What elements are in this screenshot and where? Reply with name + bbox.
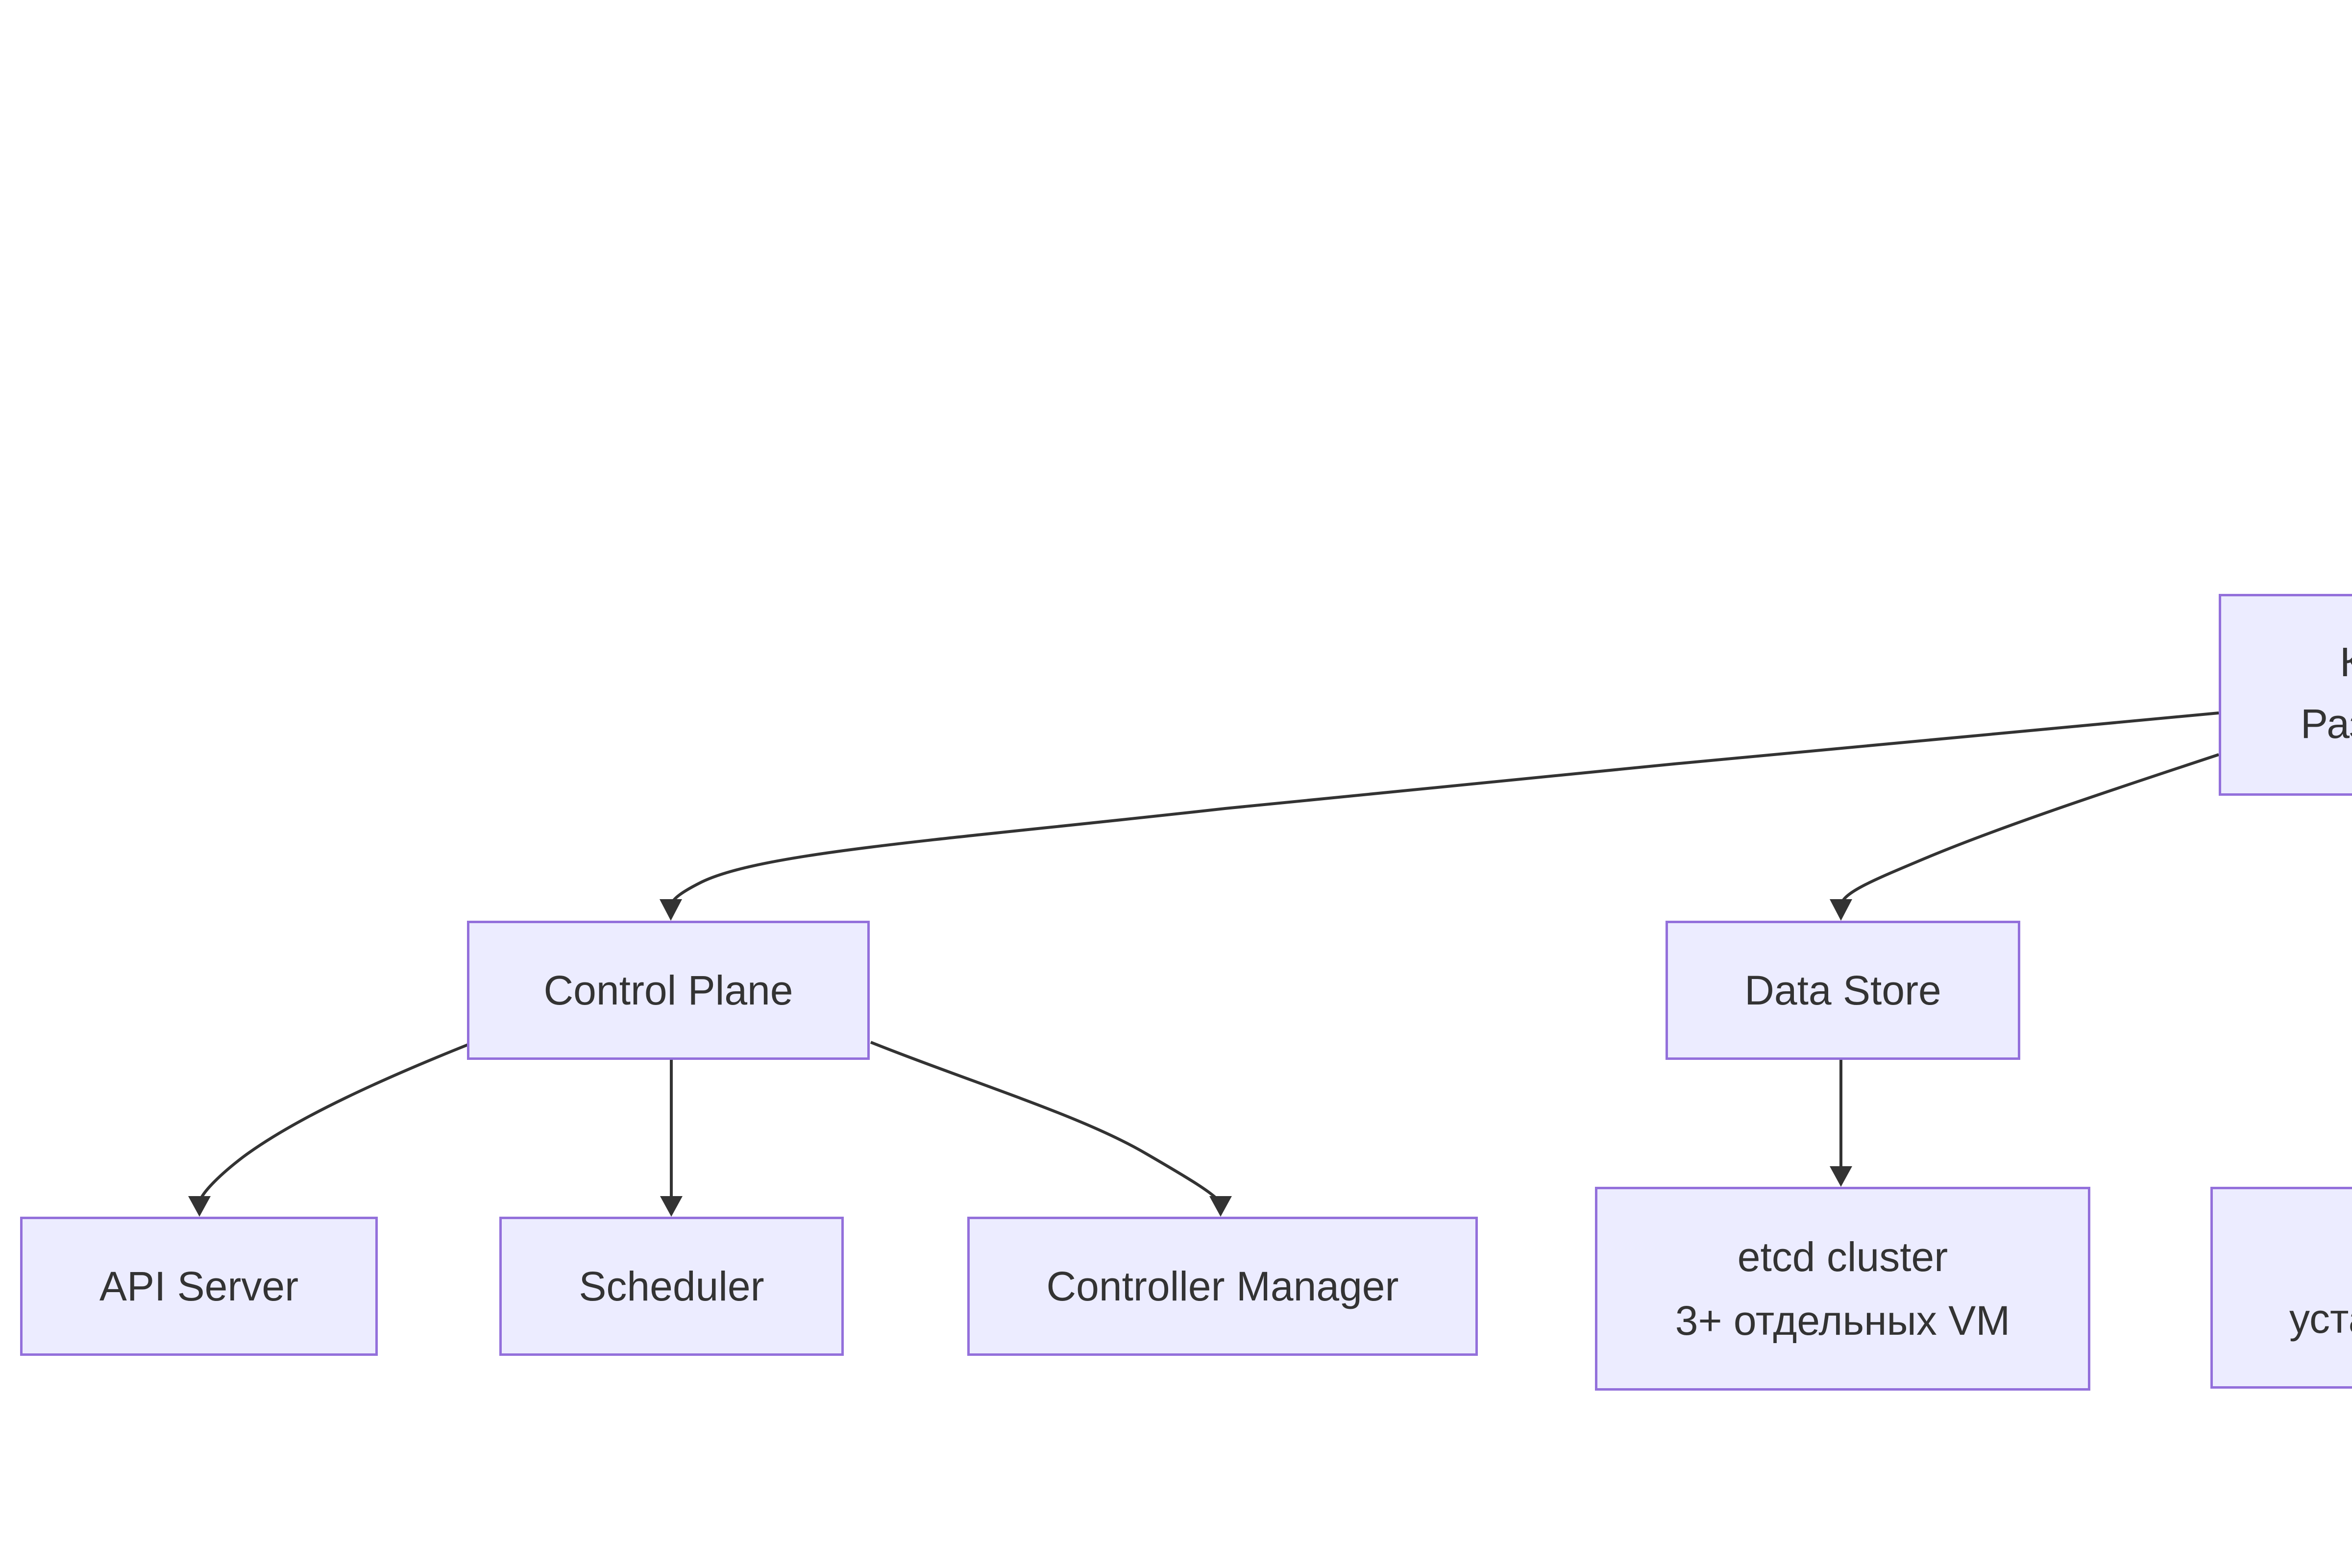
node-right-partial: уста	[2210, 1187, 2352, 1389]
node-api-server: API Server	[20, 1217, 378, 1356]
edge-control-plane-controller-manager	[870, 1041, 1221, 1202]
edge-cluster-control-plane	[670, 711, 2219, 906]
node-controller-manager-label: Controller Manager	[1046, 1263, 1399, 1309]
node-controller-manager: Controller Manager	[967, 1217, 1478, 1356]
node-control-plane-label: Control Plane	[543, 967, 793, 1013]
edge-control-plane-scheduler-arrowhead	[660, 1196, 683, 1217]
node-cluster: К Раз	[2219, 594, 2352, 796]
edge-control-plane-controller-manager-arrowhead	[1209, 1196, 1232, 1217]
node-data-store-label: Data Store	[1744, 967, 1941, 1013]
node-cluster-label-line1: К	[2340, 639, 2352, 685]
edge-cluster-data-store	[1840, 753, 2219, 904]
node-etcd-label-line1: etcd cluster	[1737, 1234, 1948, 1280]
edge-cluster-control-plane-arrowhead	[660, 899, 682, 921]
edge-control-plane-api-server-arrowhead	[188, 1196, 211, 1217]
node-api-server-label: API Server	[99, 1263, 299, 1309]
edge-data-store-etcd-arrowhead	[1830, 1166, 1852, 1187]
node-scheduler: Scheduler	[499, 1217, 844, 1356]
node-scheduler-label: Scheduler	[579, 1263, 764, 1309]
node-right-partial-label-line2: уста	[2289, 1296, 2352, 1342]
node-data-store: Data Store	[1666, 921, 2020, 1060]
node-etcd-label-line2: 3+ отдельных VM	[1675, 1298, 2010, 1344]
node-etcd: etcd cluster 3+ отдельных VM	[1595, 1187, 2090, 1391]
edge-control-plane-api-server	[199, 1043, 469, 1200]
node-cluster-label-line2: Раз	[2301, 701, 2352, 747]
edge-cluster-data-store-arrowhead	[1830, 899, 1852, 921]
node-control-plane: Control Plane	[467, 921, 870, 1060]
